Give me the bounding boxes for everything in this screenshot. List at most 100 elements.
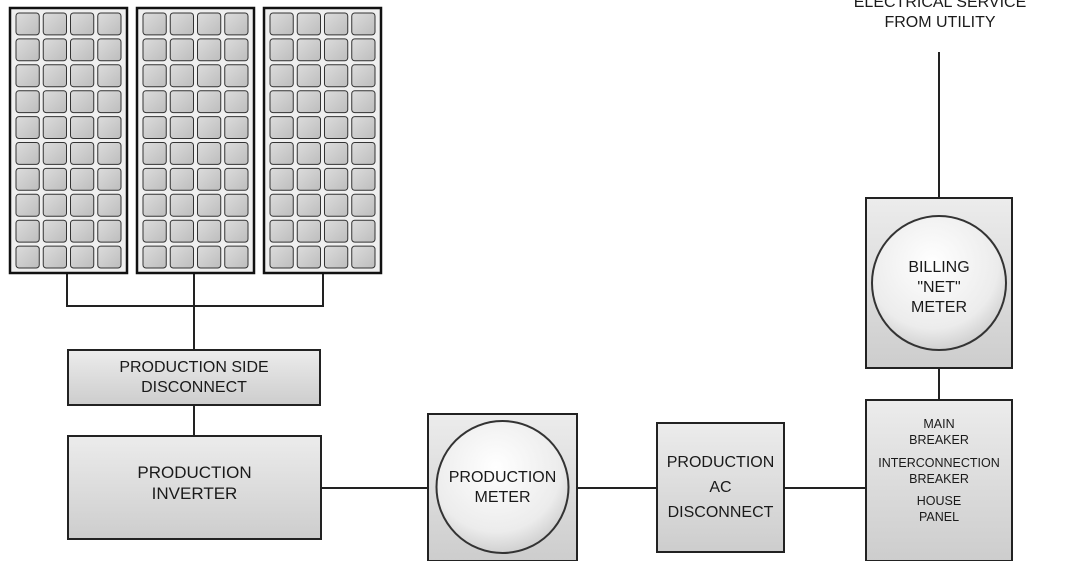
solar-cell xyxy=(224,245,249,269)
solar-panel-3 xyxy=(262,6,383,275)
main-panel-line-1: MAIN xyxy=(923,417,955,431)
solar-cell xyxy=(97,38,122,62)
solar-cell xyxy=(324,193,349,217)
solar-cell xyxy=(351,219,376,243)
production-meter-dial xyxy=(435,420,570,554)
solar-cell xyxy=(296,167,321,191)
solar-cell xyxy=(224,167,249,191)
utility-label-line-1: ELECTRICAL SERVICE xyxy=(853,0,1027,11)
solar-cell xyxy=(15,142,40,165)
solar-cell xyxy=(42,193,67,217)
solar-cell xyxy=(15,38,40,62)
solar-cell xyxy=(197,12,222,36)
solar-cell xyxy=(224,116,249,139)
solar-cell xyxy=(324,116,349,139)
solar-cell xyxy=(169,38,194,62)
solar-cell xyxy=(70,38,95,62)
solar-cell xyxy=(142,245,167,269)
inverter-line-1: PRODUCTION xyxy=(137,463,252,482)
wiring xyxy=(66,52,940,489)
solar-cell xyxy=(296,64,321,88)
solar-cell xyxy=(351,38,376,62)
production-inverter-box xyxy=(67,435,322,540)
solar-cell xyxy=(324,142,349,165)
main-panel-line-6: PANEL xyxy=(918,510,960,525)
solar-cell xyxy=(42,64,67,88)
solar-cell xyxy=(269,167,294,191)
billing-net-meter-label: BILLING "NET" METER xyxy=(866,258,1012,318)
production-side-disconnect-label: PRODUCTION SIDE DISCONNECT xyxy=(68,358,320,398)
solar-cell xyxy=(169,64,194,88)
solar-cell xyxy=(324,64,349,88)
solar-cell xyxy=(42,167,67,191)
solar-cell xyxy=(42,12,67,36)
solar-cell xyxy=(97,64,122,88)
solar-cell xyxy=(169,167,194,191)
solar-cell xyxy=(15,245,40,269)
ac-disc-line-2: AC xyxy=(709,478,732,496)
solar-cell xyxy=(224,193,249,217)
solar-cell xyxy=(15,116,40,139)
production-meter-label: PRODUCTION METER xyxy=(428,468,577,508)
solar-cell xyxy=(324,219,349,243)
solar-cell xyxy=(142,193,167,217)
prod-meter-line-2: METER xyxy=(474,489,531,506)
solar-cell xyxy=(70,90,95,114)
solar-cell xyxy=(42,90,67,114)
solar-cell xyxy=(269,219,294,243)
solar-cell xyxy=(142,38,167,62)
solar-cell xyxy=(97,219,122,243)
solar-cell xyxy=(97,245,122,269)
solar-cell xyxy=(269,193,294,217)
solar-cell xyxy=(351,167,376,191)
solar-cell xyxy=(97,142,122,165)
solar-cell xyxy=(42,142,67,165)
solar-cell xyxy=(324,38,349,62)
production-inverter-label: PRODUCTION INVERTER xyxy=(68,462,321,505)
solar-cell xyxy=(351,12,376,36)
solar-cell xyxy=(169,245,194,269)
solar-cell xyxy=(324,12,349,36)
billing-net-meter-dial xyxy=(871,215,1007,351)
solar-cell xyxy=(197,64,222,88)
solar-cell xyxy=(70,116,95,139)
solar-cell xyxy=(169,142,194,165)
solar-cell xyxy=(324,90,349,114)
solar-cell xyxy=(142,142,167,165)
solar-cell xyxy=(169,90,194,114)
solar-cell xyxy=(169,12,194,36)
solar-cell xyxy=(351,193,376,217)
solar-cell xyxy=(351,90,376,114)
solar-cell xyxy=(296,116,321,139)
solar-panel-1 xyxy=(8,6,129,275)
solar-cell xyxy=(142,90,167,114)
solar-cell xyxy=(197,245,222,269)
main-panel-label: MAIN BREAKER INTERCONNECTION BREAKER HOU… xyxy=(862,416,1016,526)
utility-service-label: ELECTRICAL SERVICE FROM UTILITY xyxy=(790,0,1067,33)
solar-cell xyxy=(296,12,321,36)
solar-cell xyxy=(269,245,294,269)
solar-cell xyxy=(97,116,122,139)
solar-cell xyxy=(296,142,321,165)
solar-cell xyxy=(97,193,122,217)
solar-cell xyxy=(97,12,122,36)
solar-panel-array xyxy=(8,6,383,275)
solar-cell xyxy=(224,90,249,114)
solar-cell xyxy=(197,219,222,243)
solar-cell xyxy=(296,219,321,243)
solar-cell xyxy=(70,193,95,217)
solar-cell xyxy=(42,245,67,269)
solar-cell xyxy=(269,38,294,62)
production-side-disconnect-box xyxy=(67,349,321,406)
inverter-line-2: INVERTER xyxy=(151,484,238,504)
solar-cell xyxy=(15,90,40,114)
solar-cell xyxy=(142,116,167,139)
solar-cell xyxy=(269,64,294,88)
solar-cell xyxy=(224,219,249,243)
solar-cell xyxy=(70,245,95,269)
solar-cell xyxy=(351,245,376,269)
solar-cell xyxy=(169,193,194,217)
main-panel-line-3: INTERCONNECTION xyxy=(878,455,1000,470)
ac-disc-line-1: PRODUCTION xyxy=(666,454,775,471)
